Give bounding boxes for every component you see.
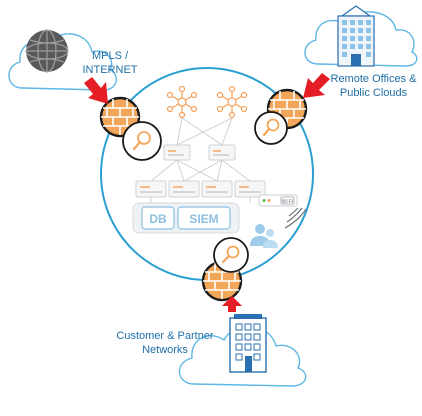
skyscraper-icon (337, 5, 375, 67)
office-building-icon (229, 314, 267, 373)
magnifier-icon (122, 121, 162, 161)
database-icon: DB (141, 206, 175, 230)
hub-icon-right (216, 85, 248, 119)
mpls-label-line2: INTERNET (82, 64, 138, 76)
server-2 (168, 180, 200, 198)
remote-label-line2: Public Clouds (339, 87, 408, 99)
customer-label-line2: Networks (142, 344, 188, 356)
siem-label: SIEM (189, 212, 218, 226)
arrow-customer (222, 296, 242, 312)
switch-left (163, 144, 191, 161)
server-1 (135, 180, 167, 198)
siem-box: SIEM (177, 206, 231, 230)
server-3 (201, 180, 233, 198)
db-label: DB (149, 212, 167, 226)
users-icon (250, 224, 278, 248)
magnifier-icon (254, 111, 288, 145)
wifi-label: Wi Fi (282, 199, 293, 205)
hub-icon-left (166, 85, 198, 119)
switch-right (208, 144, 236, 161)
wifi-router-icon: Wi Fi (258, 194, 307, 229)
arrow-remote (303, 73, 330, 98)
mpls-label-line1: MPLS / (91, 50, 129, 62)
arrow-mpls (84, 77, 108, 104)
magnifier-icon (213, 237, 249, 273)
globe-icon (25, 29, 69, 73)
remote-label-line1: Remote Offices & (330, 73, 417, 85)
server-row (135, 180, 266, 198)
storage-band: DB SIEM (132, 202, 240, 234)
customer-label-line1: Customer & Partner (116, 330, 214, 342)
server-4 (234, 180, 266, 198)
